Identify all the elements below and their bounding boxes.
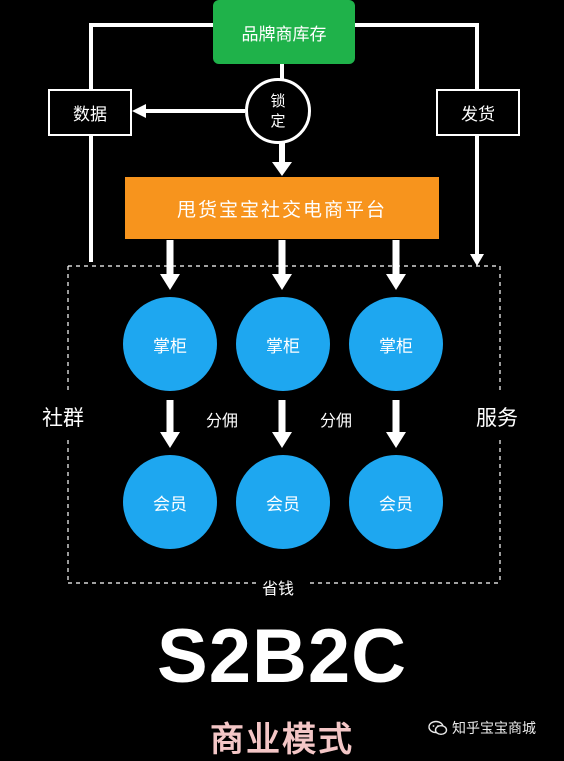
page-subtitle: 商业模式 — [210, 720, 354, 760]
inventory-to-data-line — [89, 23, 213, 90]
shopkeeper-node: 掌柜 — [349, 297, 443, 391]
shopkeeper-label: 掌柜 — [379, 336, 413, 357]
dashed-enclosure — [67, 265, 501, 584]
member-label: 会员 — [379, 494, 413, 515]
page-title: S2B2C — [157, 614, 407, 699]
shopkeeper-node: 掌柜 — [236, 297, 330, 391]
member-node: 会员 — [349, 455, 443, 549]
shopkeeper-label: 掌柜 — [153, 336, 187, 357]
data-box: 数据 — [48, 89, 132, 136]
platform-label: 甩货宝宝社交电商平台 — [176, 198, 387, 221]
service-label: 服务 — [476, 406, 518, 430]
inventory-to-shipping-line — [355, 23, 479, 90]
shipping-label: 发货 — [461, 105, 495, 125]
shopkeeper-node: 掌柜 — [123, 297, 217, 391]
commission-label: 分佣 — [320, 411, 353, 430]
platform-to-shopkeeper-arrows — [160, 240, 406, 290]
member-node: 会员 — [123, 455, 217, 549]
data-label: 数据 — [73, 105, 107, 125]
shopkeeper-to-member-arrows — [160, 400, 406, 448]
watermark-text: 知乎宝宝商城 — [452, 721, 536, 737]
wechat-icon — [428, 720, 448, 736]
watermark: 知乎宝宝商城 — [428, 718, 536, 738]
shopkeeper-label: 掌柜 — [266, 336, 300, 357]
save-money-label: 省钱 — [262, 579, 295, 598]
member-node: 会员 — [236, 455, 330, 549]
brand-inventory-label: 品牌商库存 — [241, 24, 327, 45]
member-label: 会员 — [153, 494, 187, 515]
community-label: 社群 — [42, 406, 84, 430]
brand-inventory-box: 品牌商库存 — [213, 0, 355, 64]
shipping-arrowhead — [470, 254, 484, 266]
lock-to-data-arrowhead — [132, 104, 146, 118]
lock-to-platform-arrowhead — [272, 162, 292, 176]
lock-label: 锁定 — [270, 92, 286, 130]
platform-box: 甩货宝宝社交电商平台 — [125, 177, 439, 239]
commission-label: 分佣 — [206, 411, 239, 430]
member-label: 会员 — [266, 494, 300, 515]
shipping-box: 发货 — [436, 89, 520, 136]
lock-node: 锁定 — [245, 78, 311, 144]
